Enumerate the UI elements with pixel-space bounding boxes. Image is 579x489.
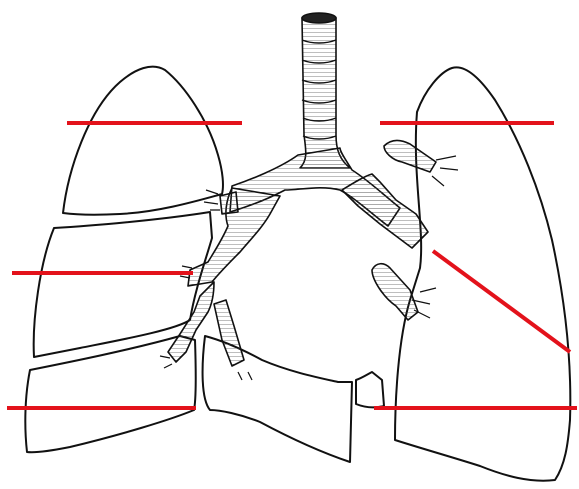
mediastinum-right-shape (356, 372, 384, 407)
right-upper-bronchus (220, 192, 238, 214)
trachea-opening (302, 13, 336, 23)
